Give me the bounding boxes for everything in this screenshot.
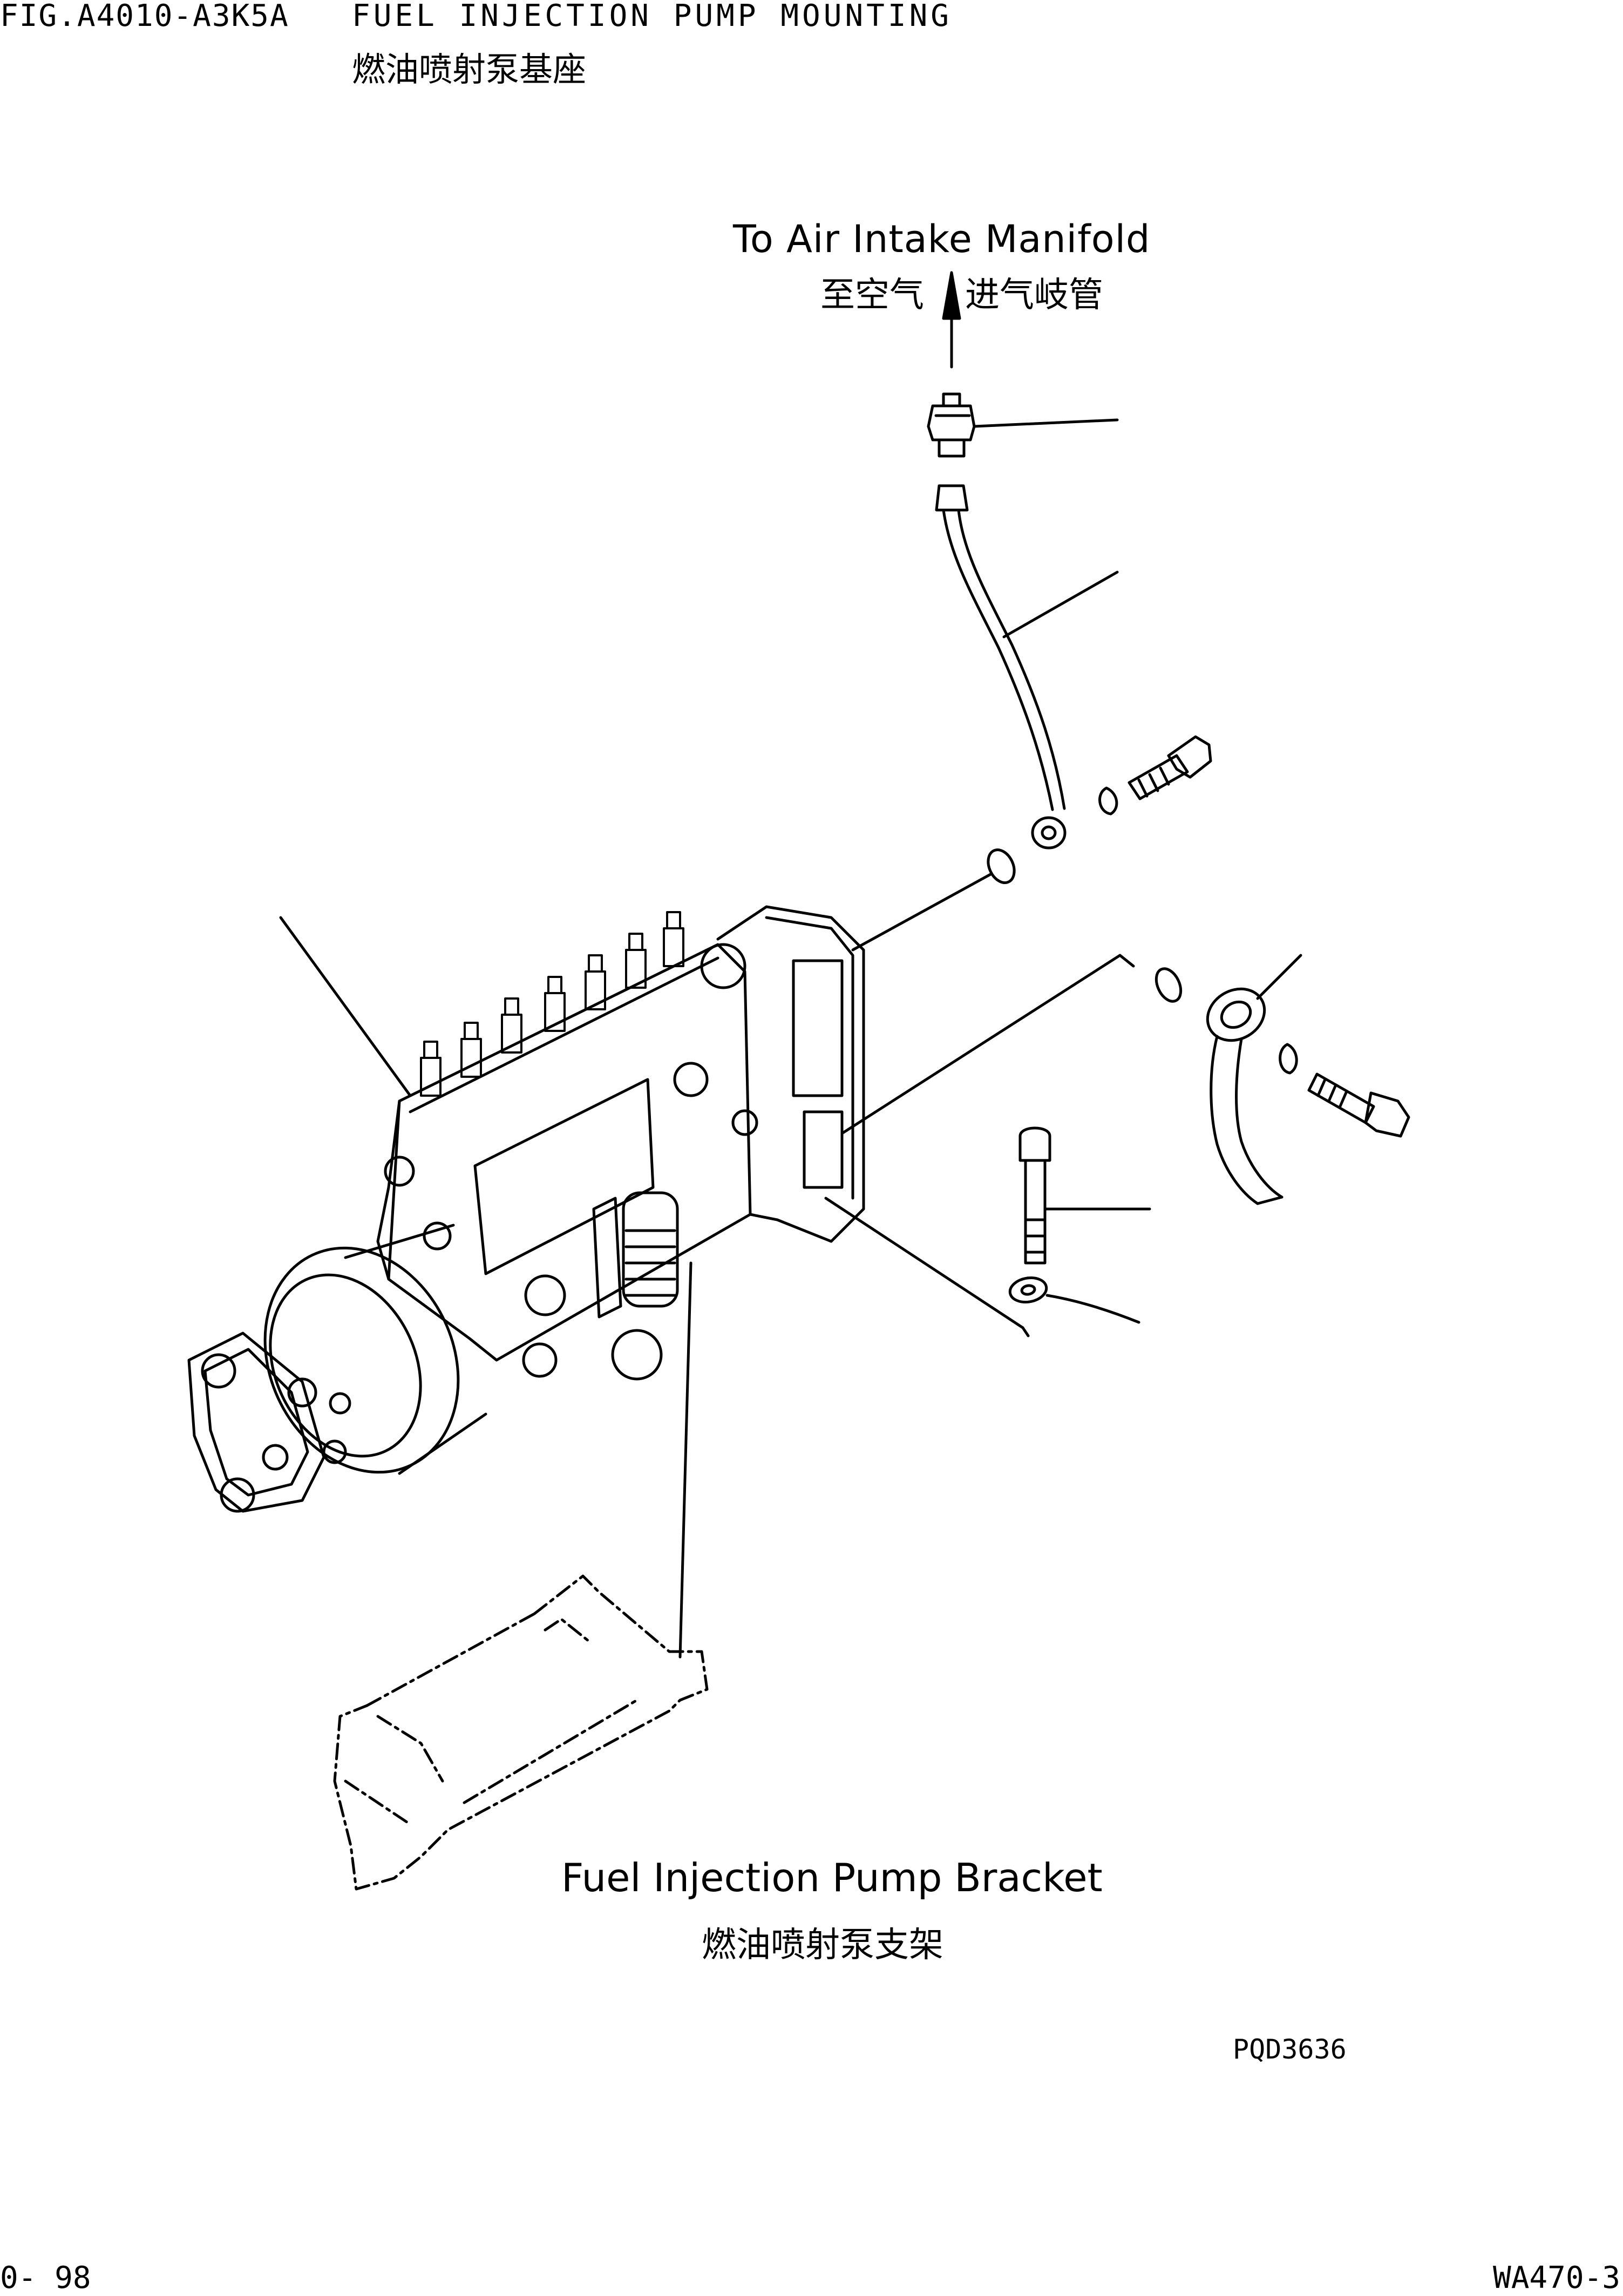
pump-leader-line <box>281 918 410 1096</box>
hose-bolt <box>1280 1044 1409 1136</box>
air-intake-arrow <box>943 273 960 367</box>
upper-bolt <box>1100 737 1211 814</box>
lower-washer <box>1008 1275 1139 1322</box>
drawing-code: PQD3636 <box>1233 2034 1347 2065</box>
return-hose <box>1198 955 1301 1204</box>
air-pipe <box>936 486 1117 848</box>
air-intake-label-chinese-left: 至空气 <box>820 275 924 315</box>
hose-washer <box>1151 965 1185 1006</box>
upper-washer <box>853 846 1019 950</box>
pump-right-leaders <box>826 955 1133 1336</box>
pump-bracket <box>335 1576 707 1889</box>
connector-fitting <box>928 394 1117 456</box>
air-intake-label-chinese-right: 进气岐管 <box>965 275 1103 315</box>
figure-code: FIG.A4010-A3K5A <box>0 0 289 33</box>
fuel-injection-pump <box>189 907 864 1511</box>
figure-title: FUEL INJECTION PUMP MOUNTING <box>352 0 953 33</box>
page-number: 0- 98 <box>0 2260 91 2295</box>
machine-model: WA470-3 <box>1493 2260 1621 2295</box>
air-intake-label: To Air Intake Manifold <box>733 217 1151 261</box>
bracket-leader-line <box>680 1263 691 1657</box>
bracket-label: Fuel Injection Pump Bracket <box>561 1855 1103 1900</box>
figure-title-chinese: 燃油喷射泵基座 <box>352 50 587 89</box>
bracket-label-chinese: 燃油喷射泵支架 <box>702 1925 943 1965</box>
vertical-bolt <box>1020 1128 1150 1263</box>
